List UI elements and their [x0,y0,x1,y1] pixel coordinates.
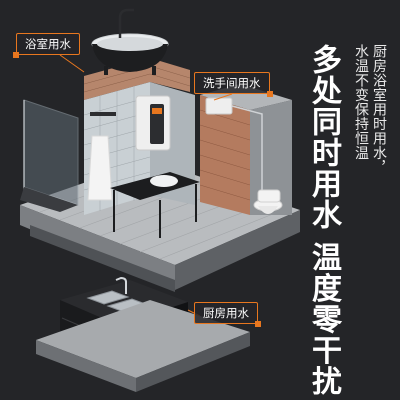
pipe [231,105,263,200]
grey-side-wall [250,100,292,215]
shower-floor [20,187,78,212]
kitchen-water-label: 厨房用水 [203,306,249,320]
washroom-tag-leader [213,93,233,101]
bath-faucet [118,8,134,38]
kitchen-floor-side-right [136,332,250,392]
water-heater-display [152,108,162,114]
subtext-line-1: 厨房浴室用时用水， [371,44,387,175]
washroom-water-label: 洗手间用水 [203,76,261,90]
tag-corner-marker [13,52,19,58]
bathtub-foot-right [152,66,156,75]
wash-basin [150,175,178,187]
kitchen-faucet [115,276,127,294]
subtext-line-2: 水温不变保持恒温 [353,44,369,160]
right-brick-wall [200,95,250,215]
kitchen-water-tag: 厨房用水 [194,302,261,327]
washroom-water-tag: 洗手间用水 [194,72,273,97]
lower-step [30,225,175,292]
towel-shelf [90,112,116,116]
hanging-robe [87,135,113,201]
tag-corner-marker [255,321,261,327]
kitchen-sink-left [86,290,130,305]
headline: 多处同时用水 温度零干扰 [306,44,341,397]
bathtub-foot-left [104,66,108,75]
bathroom-water-tag: 浴室用水 [13,33,80,58]
platform-right-side [175,210,300,290]
toilet-base [258,206,278,214]
bathtub-body [92,44,168,72]
vanity-top [110,172,200,200]
brick-wall-top [84,58,190,100]
tag-corner-marker [266,91,273,97]
shower-glass [23,99,79,206]
toilet-tank [257,189,281,203]
kitchen-floor-side-left [36,340,136,392]
bathtub-inner [97,37,163,51]
small-heater [205,97,233,115]
bathroom-water-label: 浴室用水 [25,37,71,51]
bathroom-tag-leader [59,54,85,73]
subtext: 厨房浴室用时用水， 水温不变保持恒温 [352,44,388,175]
